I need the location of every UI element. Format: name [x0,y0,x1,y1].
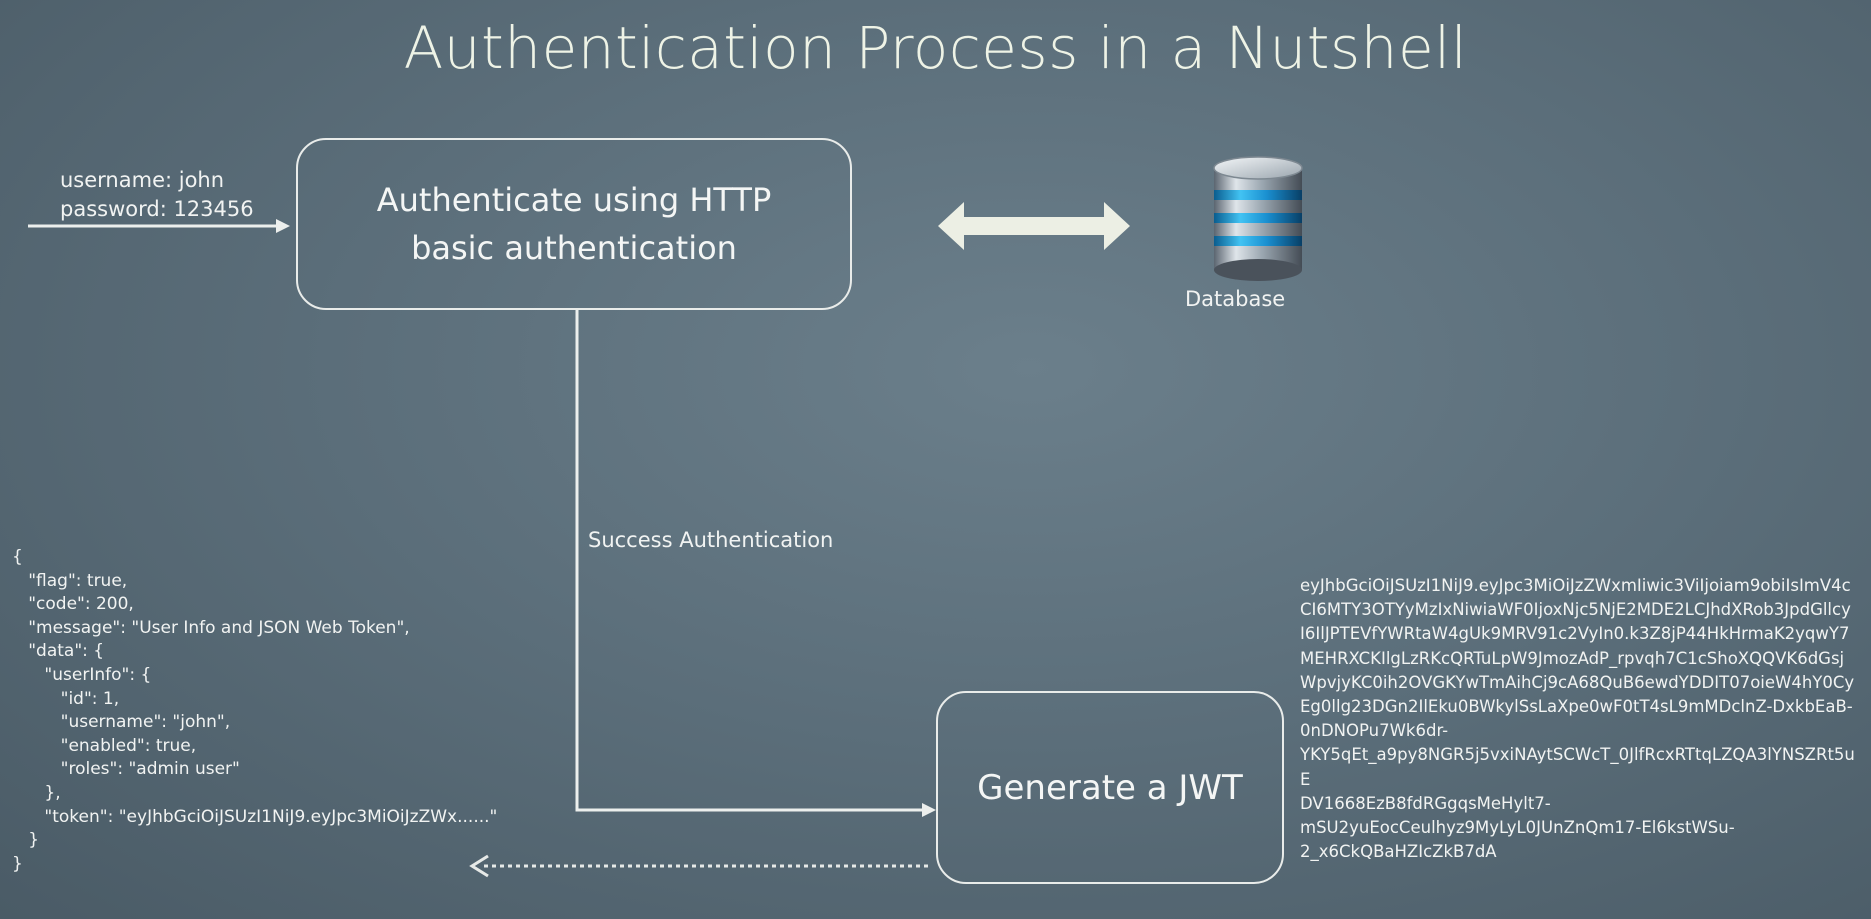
password-line: password: 123456 [60,197,254,221]
authenticate-node: Authenticate using HTTP basic authentica… [296,138,852,310]
credentials-arrow [28,219,290,233]
authenticate-node-label: Authenticate using HTTP basic authentica… [376,181,772,267]
jwt-token-text: eyJhbGciOiJSUzI1NiJ9.eyJpc3MiOiJzZWxmIiw… [1300,576,1855,862]
credentials-text: username: john password: 123456 [60,166,254,224]
generate-jwt-node: Generate a JWT [936,691,1284,884]
success-path-arrow [575,310,936,817]
response-json: { "flag": true, "code": 200, "message": … [12,547,498,874]
response-dotted-arrow [469,854,928,878]
database-icon [1213,156,1303,281]
success-label: Success Authentication [588,528,834,552]
generate-jwt-label: Generate a JWT [977,767,1243,808]
username-line: username: john [60,168,225,192]
database-label: Database [1185,287,1286,311]
bidirectional-arrow [938,202,1130,250]
page-title: Authentication Process in a Nutshell [403,14,1468,82]
